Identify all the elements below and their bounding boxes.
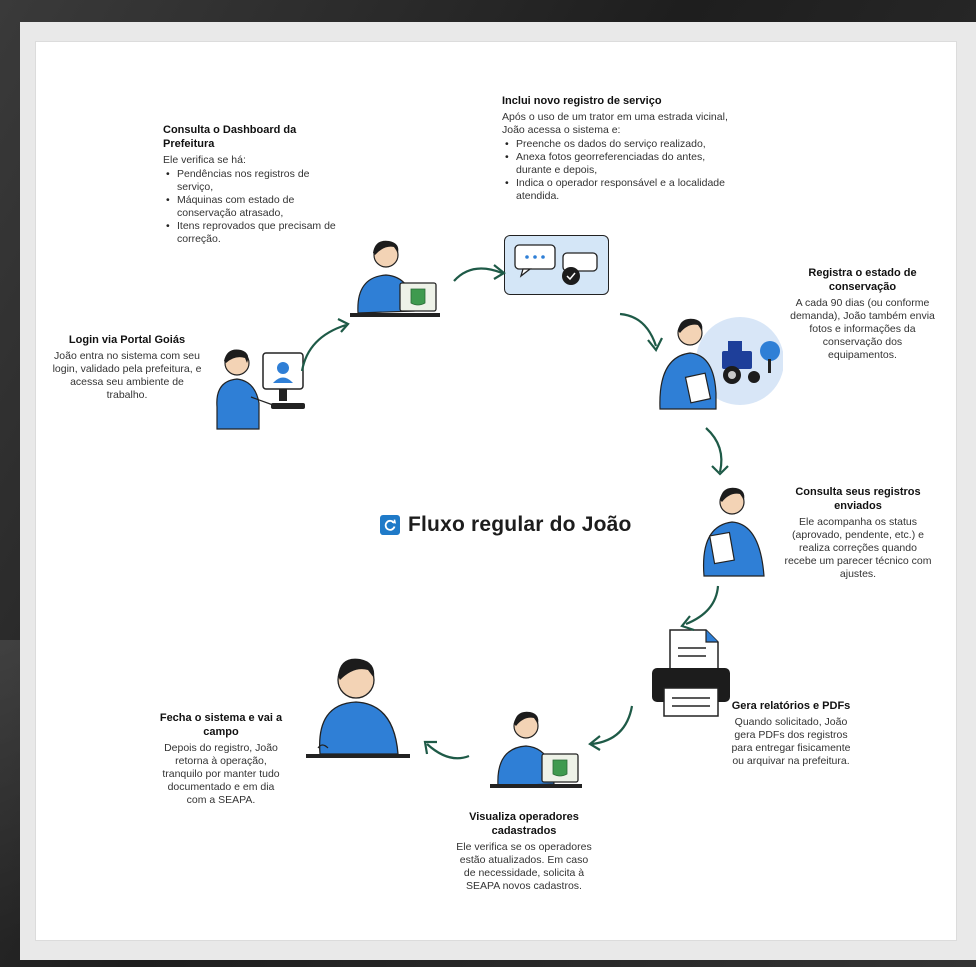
arrow-relatorios-to-operadores xyxy=(588,705,634,751)
list-item: Pendências nos registros de serviço, xyxy=(163,168,343,194)
step-list: Pendências nos registros de serviço, Máq… xyxy=(163,168,343,246)
step-heading: Gera relatórios e PDFs xyxy=(731,700,851,712)
arrow-dashboard-to-registro xyxy=(453,264,506,282)
step-intro: Ele verifica se há: xyxy=(163,154,246,166)
tractor-icon xyxy=(722,341,760,384)
list-item: Indica o operador responsável e a locali… xyxy=(502,177,742,203)
arrow-login-to-dashboard xyxy=(300,318,350,372)
operadores-illustration xyxy=(490,711,582,788)
chat-card xyxy=(504,235,609,295)
diagram-sheet: Consulta o Dashboard da Prefeitura Ele v… xyxy=(36,42,956,940)
conservacao-illustration xyxy=(659,317,783,410)
step-body: A cada 90 dias (ou conforme demanda), Jo… xyxy=(790,297,935,361)
step-heading: Visualiza operadores cadastrados xyxy=(469,811,579,837)
step-login: Login via Portal Goiás João entra no sis… xyxy=(52,333,202,402)
arrow-operadores-to-fecha xyxy=(423,740,470,760)
step-conservacao: Registra o estado de conservação A cada … xyxy=(790,266,935,362)
step-relatorios: Gera relatórios e PDFs Quando solicitado… xyxy=(728,699,854,768)
step-heading: Consulta o Dashboard da Prefeitura xyxy=(163,124,297,150)
step-novo-registro: Inclui novo registro de serviço Após o u… xyxy=(502,94,742,203)
chat-bubbles-icon xyxy=(514,244,598,285)
list-item: Preenche os dados do serviço realizado, xyxy=(502,138,742,151)
step-list: Preenche os dados do serviço realizado, … xyxy=(502,138,742,203)
dashboard-illustration xyxy=(350,240,440,317)
step-heading: Fecha o sistema e vai a campo xyxy=(159,712,283,738)
step-operadores: Visualiza operadores cadastrados Ele ver… xyxy=(456,810,592,893)
fecha-illustration xyxy=(306,658,410,758)
step-dashboard: Consulta o Dashboard da Prefeitura Ele v… xyxy=(163,123,343,246)
step-body: Quando solicitado, João gera PDFs dos re… xyxy=(731,716,851,767)
login-illustration xyxy=(216,349,305,430)
arrow-conservacao-to-consulta xyxy=(705,427,729,476)
step-heading: Inclui novo registro de serviço xyxy=(502,95,662,107)
step-body: Depois do registro, João retorna à opera… xyxy=(162,742,280,806)
step-consulta-registros: Consulta seus registros enviados Ele aco… xyxy=(784,485,932,581)
diagram-title: Fluxo regular do João xyxy=(380,510,632,540)
title-text: Fluxo regular do João xyxy=(408,513,632,536)
step-heading: Registra o estado de conservação xyxy=(808,267,917,293)
canvas: Consulta o Dashboard da Prefeitura Ele v… xyxy=(20,22,976,960)
step-intro: Após o uso de um trator em uma estrada v… xyxy=(502,111,728,136)
step-body: João entra no sistema com seu login, val… xyxy=(52,350,202,401)
arrow-registro-to-conservacao xyxy=(619,312,663,353)
consulta-illustration xyxy=(702,487,765,577)
step-heading: Consulta seus registros enviados xyxy=(795,486,921,512)
step-body: Ele acompanha os status (aprovado, pende… xyxy=(784,516,932,580)
list-item: Anexa fotos georreferenciadas do antes, … xyxy=(502,151,742,177)
user-profile-icon xyxy=(273,362,293,383)
step-heading: Login via Portal Goiás xyxy=(68,334,186,346)
refresh-icon xyxy=(380,515,400,535)
list-item: Máquinas com estado de conservação atras… xyxy=(163,194,343,220)
step-body: Ele verifica se os operadores estão atua… xyxy=(456,841,592,892)
arrow-consulta-to-relatorios xyxy=(680,585,720,632)
printer-icon xyxy=(652,629,730,717)
list-item: Itens reprovados que precisam de correçã… xyxy=(163,220,343,246)
step-fecha: Fecha o sistema e vai a campo Depois do … xyxy=(158,711,284,807)
